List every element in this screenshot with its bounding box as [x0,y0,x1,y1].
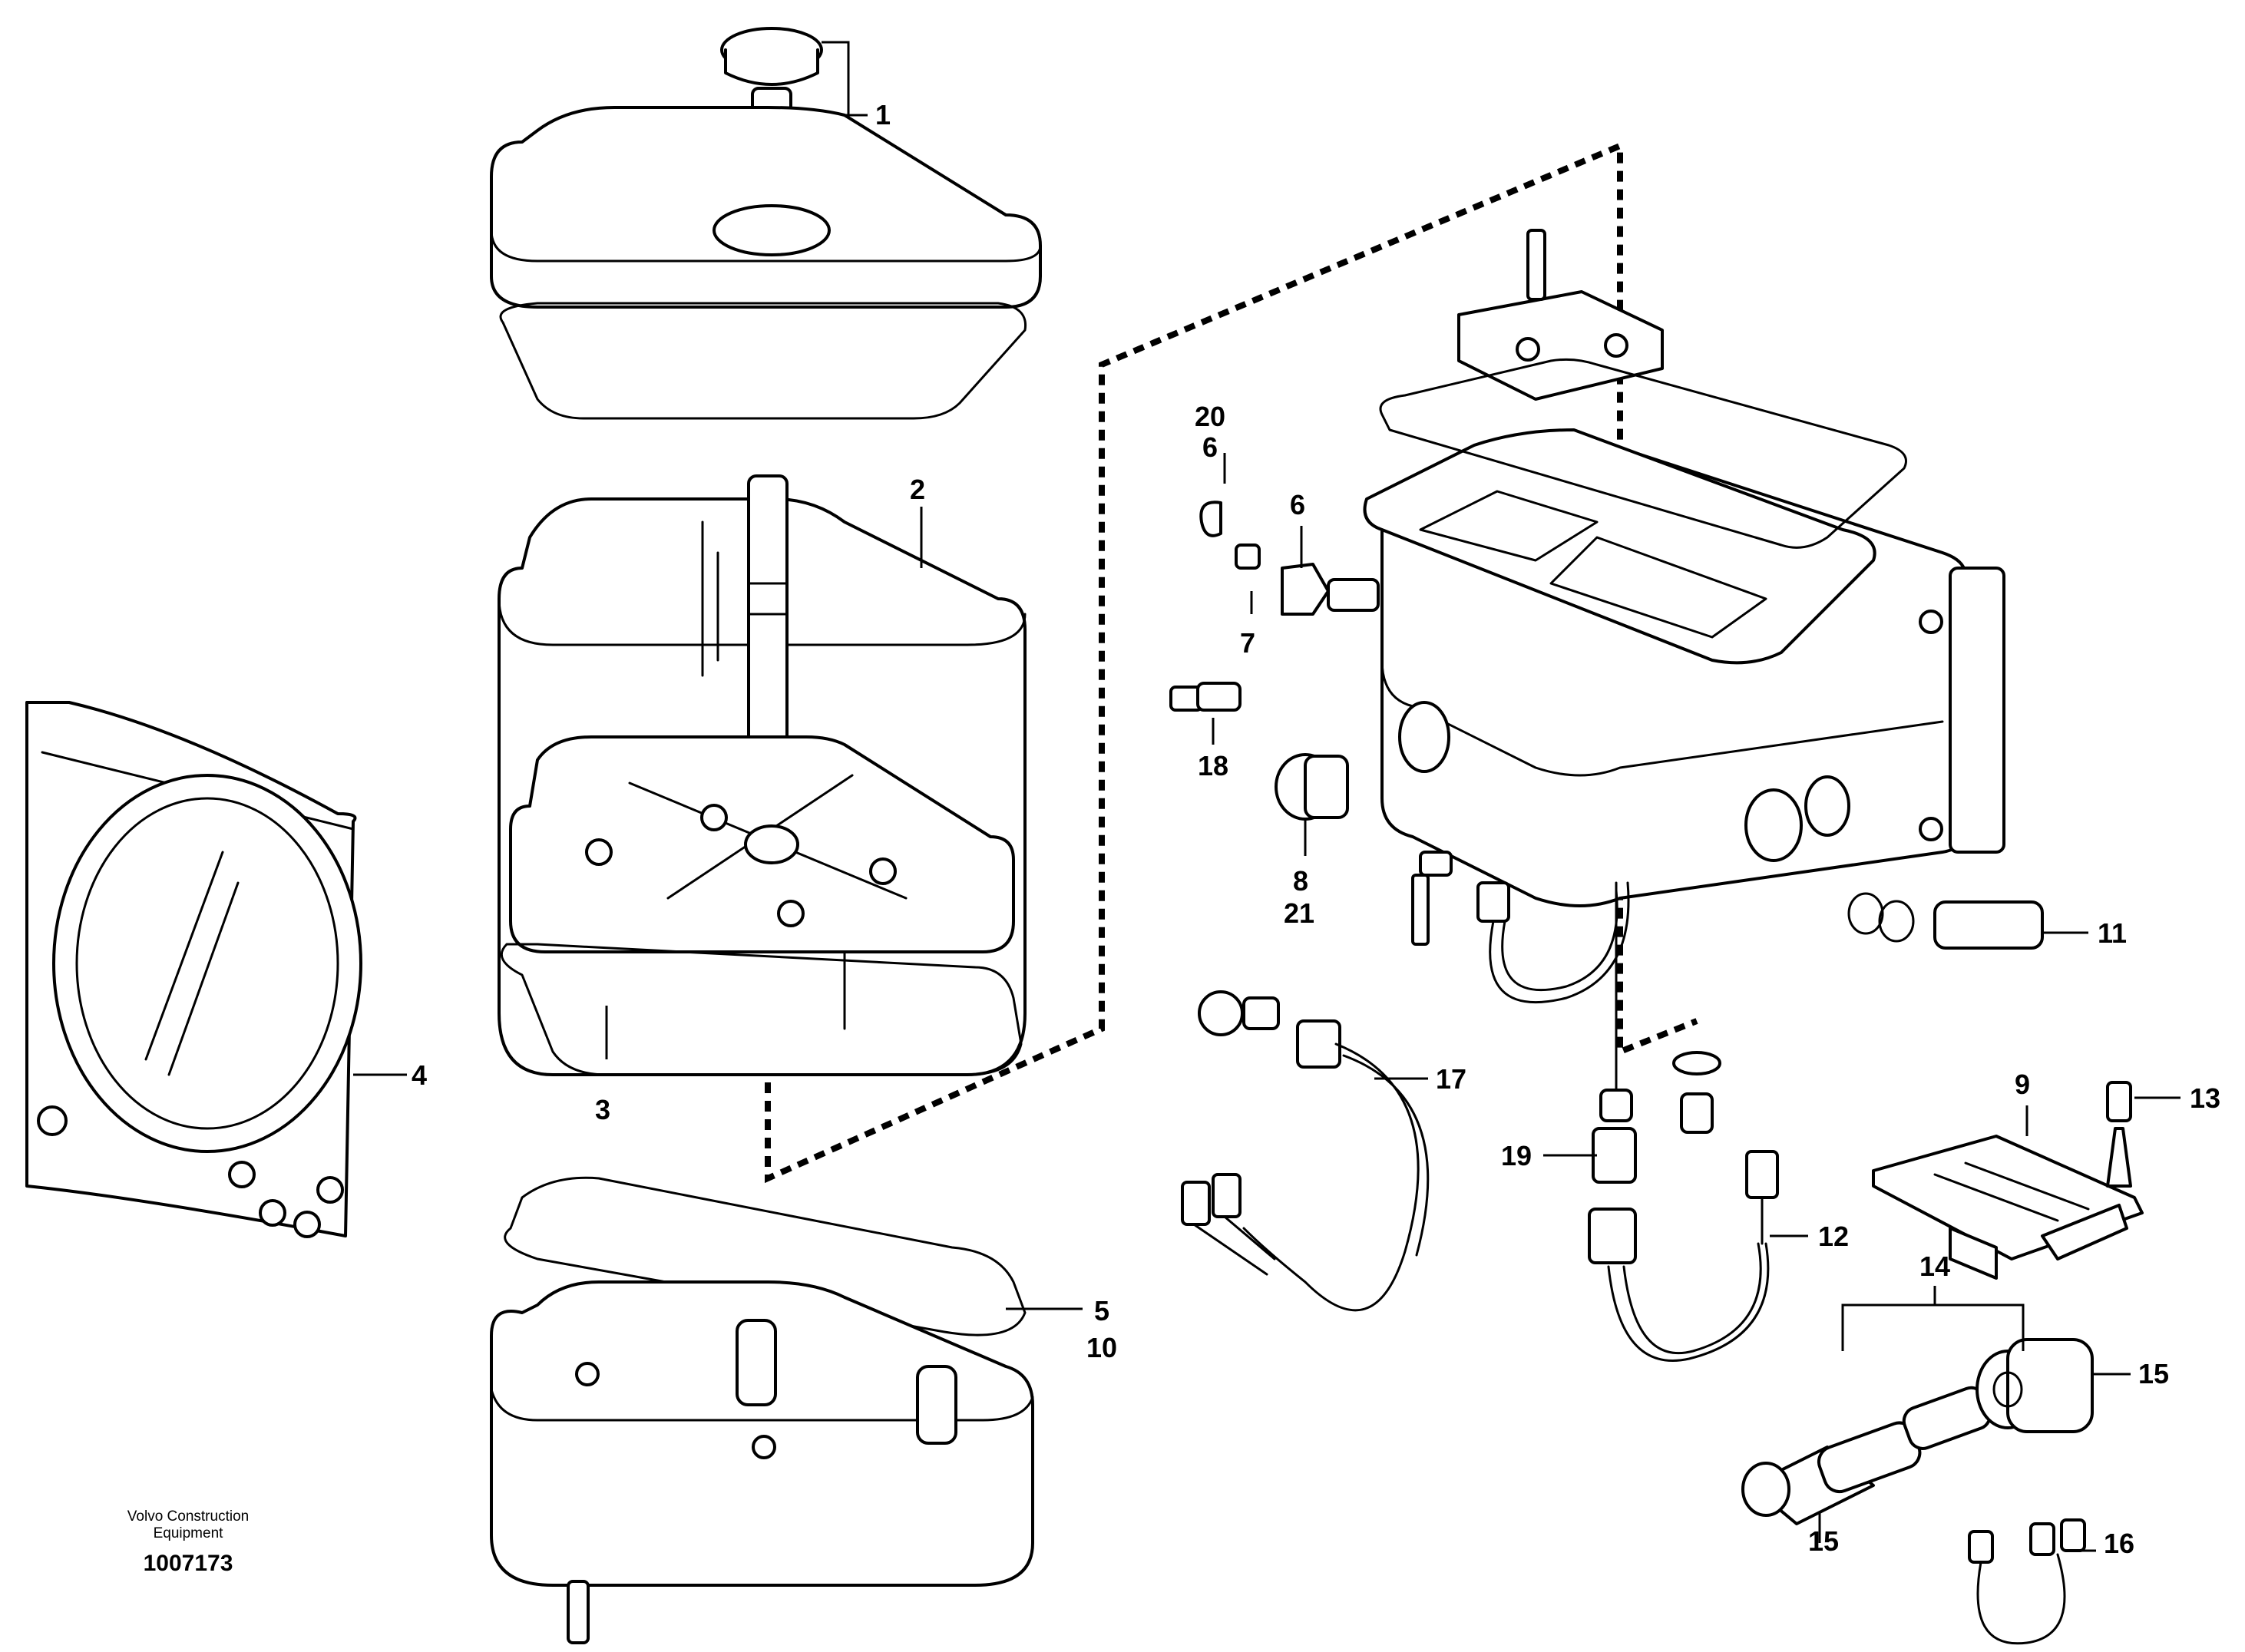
callout-11: 11 [2098,917,2128,949]
figure-number: 1007173 [143,1551,233,1576]
lid [490,106,1042,309]
callout-21: 21 [1284,897,1315,929]
callout-6-a: 6 [1202,431,1218,463]
credit-line-1: Volvo Construction [127,1508,250,1525]
callout-16: 16 [2104,1528,2135,1559]
circuit-board [1872,1135,2144,1280]
callout-15-b: 15 [1808,1525,1840,1557]
callout-5: 5 [1094,1295,1110,1327]
callout-2: 2 [910,474,926,505]
fitting-group [1169,501,1380,712]
callout-7: 7 [1240,627,1256,659]
callout-19: 19 [1501,1140,1532,1171]
callout-14: 14 [1919,1251,1951,1282]
callout-17: 17 [1436,1063,1467,1095]
cover-panel [25,701,362,1238]
callout-1: 1 [875,99,891,131]
flange-plate [1457,229,1664,401]
callout-6-b: 6 [1290,489,1306,520]
bottom-gasket-lower [504,1176,1027,1336]
sensor [1588,881,1779,1362]
callout-15-a: 15 [2138,1358,2170,1389]
callout-3: 3 [595,1094,611,1125]
boundary-dashed [765,140,1698,1184]
solenoid-cable [1968,1518,2086,1645]
valve-top-recess [1363,428,1876,665]
callout-10: 10 [1086,1332,1118,1363]
callout-8: 8 [1293,865,1309,897]
plug [1275,753,1349,821]
wire-harness [1181,990,1430,1312]
base-plate [509,735,1015,953]
callout-18: 18 [1198,750,1229,781]
callout-20: 20 [1195,401,1226,432]
solenoid-valve [1741,1386,1992,1525]
hose-fitting [1847,892,2044,950]
connector [2106,1081,2132,1188]
relay-harness [1411,851,1630,1004]
callout-4: 4 [412,1059,428,1091]
callout-9: 9 [2015,1069,2031,1100]
bottom-gasket [500,943,1023,1076]
credit-line-2: Equipment [153,1525,223,1541]
publisher-credit: Volvo Construction Equipment [100,1508,276,1542]
solenoid-coil [1976,1338,2094,1433]
callout-13: 13 [2190,1082,2221,1114]
callout-12: 12 [1818,1221,1850,1252]
lid-gasket [499,302,1027,420]
flange-gasket [1379,358,1907,549]
bottom-tray [490,1280,1034,1644]
leader-lines [353,453,2181,1552]
center-rod [747,474,789,800]
